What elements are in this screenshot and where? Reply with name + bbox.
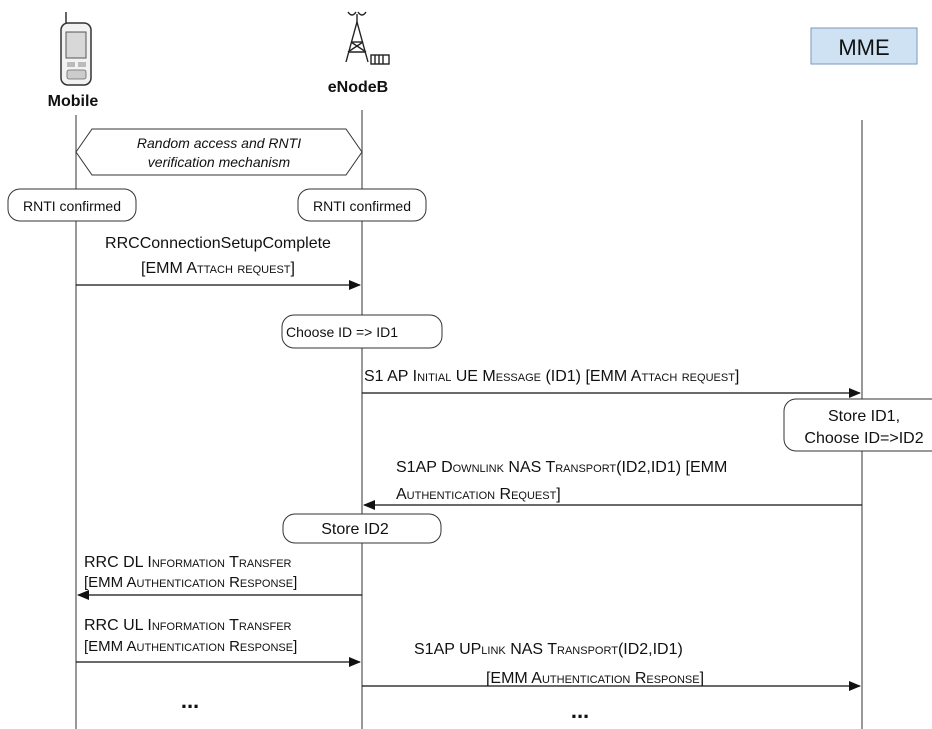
- ellipsis-left: ...: [181, 688, 199, 713]
- choose-id-text: Choose ID => ID1: [286, 324, 398, 340]
- msg-s1ap-downlink-line2: Authentication Request]: [396, 486, 561, 503]
- store-id1-note: [783, 398, 932, 452]
- rnti-confirmed-enodeb-note: [297, 188, 427, 222]
- msg-rrc-setup-complete-line2: [EMM Attach request]: [141, 260, 295, 277]
- store-id1-line2: Choose ID=>ID2: [804, 430, 923, 447]
- store-id2-note: [282, 513, 442, 544]
- mobile-phone-icon: [60, 12, 92, 86]
- random-access-note-line2: verification mechanism: [148, 154, 291, 170]
- msg-s1ap-uplink-line1: S1AP UPlink NAS Transport(ID2,ID1): [414, 641, 683, 658]
- msg-rrc-setup-complete-line1: RRCConnectionSetupComplete: [105, 235, 331, 252]
- store-id2-text: Store ID2: [321, 521, 389, 538]
- enodeb-label: eNodeB: [328, 79, 388, 96]
- mme-box: [810, 27, 918, 65]
- mobile-label: Mobile: [48, 93, 99, 110]
- rnti-confirmed-enodeb-text: RNTI confirmed: [313, 198, 411, 214]
- msg-rrc-ul-info-line1: RRC UL Information Transfer: [84, 617, 292, 634]
- msg-rrc-ul-info-line2: [EMM Authentication Response]: [84, 638, 297, 655]
- msg-s1ap-downlink-line1: S1AP Downlink NAS Transport(ID2,ID1) [EM…: [396, 459, 727, 476]
- ellipsis-right: ...: [571, 698, 589, 723]
- cell-tower-icon: [345, 11, 390, 65]
- random-access-note: [75, 128, 363, 176]
- mme-label: MME: [838, 35, 889, 60]
- msg-rrc-dl-info-line2: [EMM Authentication Response]: [84, 574, 297, 591]
- msg-rrc-dl-info-line1: RRC DL Information Transfer: [84, 554, 292, 571]
- store-id1-line1: Store ID1,: [828, 408, 900, 425]
- msg-s1ap-initial-ue: S1 AP Initial UE Message (ID1) [EMM Atta…: [364, 368, 739, 385]
- rnti-confirmed-mobile-text: RNTI confirmed: [23, 198, 121, 214]
- choose-id-note: [281, 314, 443, 349]
- rnti-confirmed-mobile-note: [7, 188, 137, 222]
- msg-s1ap-uplink-line2: [EMM Authentication Response]: [486, 670, 704, 687]
- random-access-note-line1: Random access and RNTI: [137, 135, 301, 151]
